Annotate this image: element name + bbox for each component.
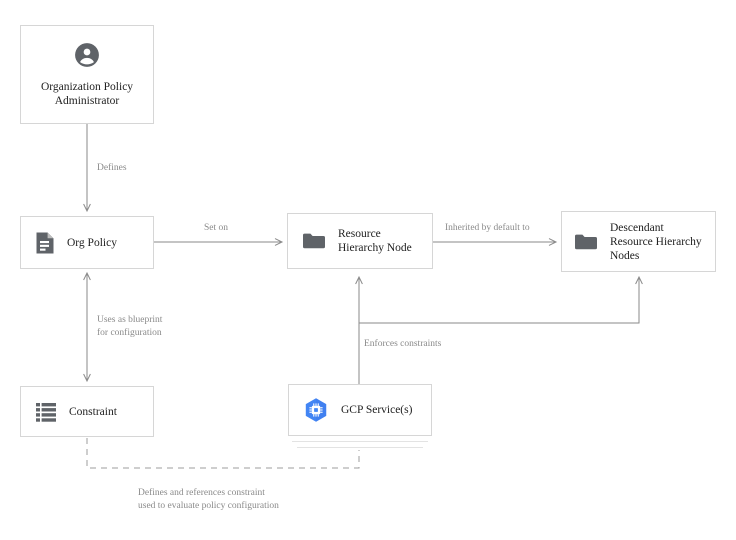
gcp-service-icon — [303, 397, 329, 423]
node-constraint[interactable]: Constraint — [20, 386, 154, 437]
node-descendant-resource-hierarchy-nodes[interactable]: Descendant Resource Hierarchy Nodes — [561, 211, 716, 272]
edge-label-set-on: Set on — [204, 223, 229, 233]
node-org-policy[interactable]: Org Policy — [20, 216, 154, 269]
edge-label-defines: Defines — [97, 163, 127, 173]
person-icon — [74, 42, 100, 68]
node-label-gcp-services: GCP Service(s) — [341, 404, 413, 416]
edge-label-enforces-constraints: Enforces constraints — [364, 339, 442, 349]
gcp-services-stack-line-1 — [292, 441, 428, 442]
list-icon — [35, 401, 57, 423]
edge-label-defines-and-references-constraint: Defines and references constraint used t… — [138, 488, 279, 511]
node-label-org-policy: Org Policy — [67, 236, 117, 249]
edge-enforces-constraints — [355, 275, 643, 384]
node-resource-hierarchy-node[interactable]: Resource Hierarchy Node — [287, 213, 433, 269]
node-org-policy-administrator[interactable]: Organization Policy Administrator — [20, 25, 154, 124]
node-label-constraint: Constraint — [69, 405, 117, 418]
folder-icon — [574, 232, 598, 252]
node-label-org-policy-administrator: Organization Policy Administrator — [40, 80, 134, 107]
document-icon — [35, 231, 55, 255]
node-gcp-services[interactable]: GCP Service(s) — [288, 384, 432, 436]
node-label-descendant-resource-hierarchy-nodes: Descendant Resource Hierarchy Nodes — [610, 221, 702, 262]
node-label-resource-hierarchy-node: Resource Hierarchy Node — [338, 228, 412, 254]
edge-defines-and-references-constraint — [86, 438, 360, 469]
edge-label-uses-as-blueprint: Uses as blueprint for configuration — [97, 315, 163, 338]
edge-label-inherited-by-default-to: Inherited by default to — [445, 223, 530, 233]
gcp-services-stack-line-2 — [297, 447, 423, 448]
folder-icon — [302, 231, 326, 251]
